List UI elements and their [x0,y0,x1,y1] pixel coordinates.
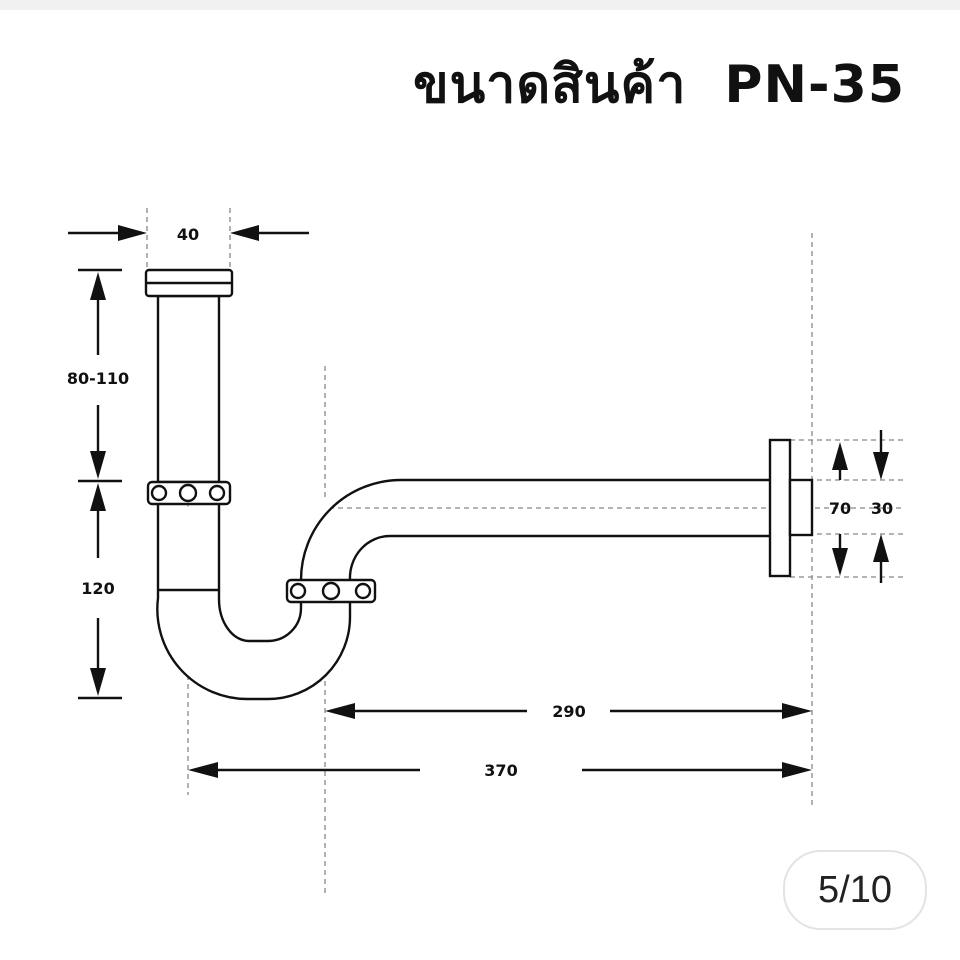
dim-label-pipe-diameter: 30 [871,499,893,518]
pipe-body [156,294,770,701]
dim-label-inner-run: 290 [552,702,585,721]
top-bar [0,0,960,10]
title-thai: ขนาดสินค้า [413,55,687,115]
dim-label-trap-depth: 120 [81,579,114,598]
model-code: PN-35 [724,55,905,115]
page-indicator[interactable]: 5/10 [783,850,927,930]
dim-label-top-width: 40 [177,225,199,244]
upper-slip-nut [146,480,232,506]
page-title: ขนาดสินค้า PN-35 [413,42,905,125]
dim-label-tailpiece-height: 80-110 [67,369,129,388]
dim-label-flange-outer: 70 [829,499,851,518]
top-cap [144,268,234,298]
dim-label-total-run: 370 [484,761,517,780]
wall-flange [768,438,814,578]
dimension-arrowheads [90,225,889,778]
lower-slip-nut [285,578,377,604]
